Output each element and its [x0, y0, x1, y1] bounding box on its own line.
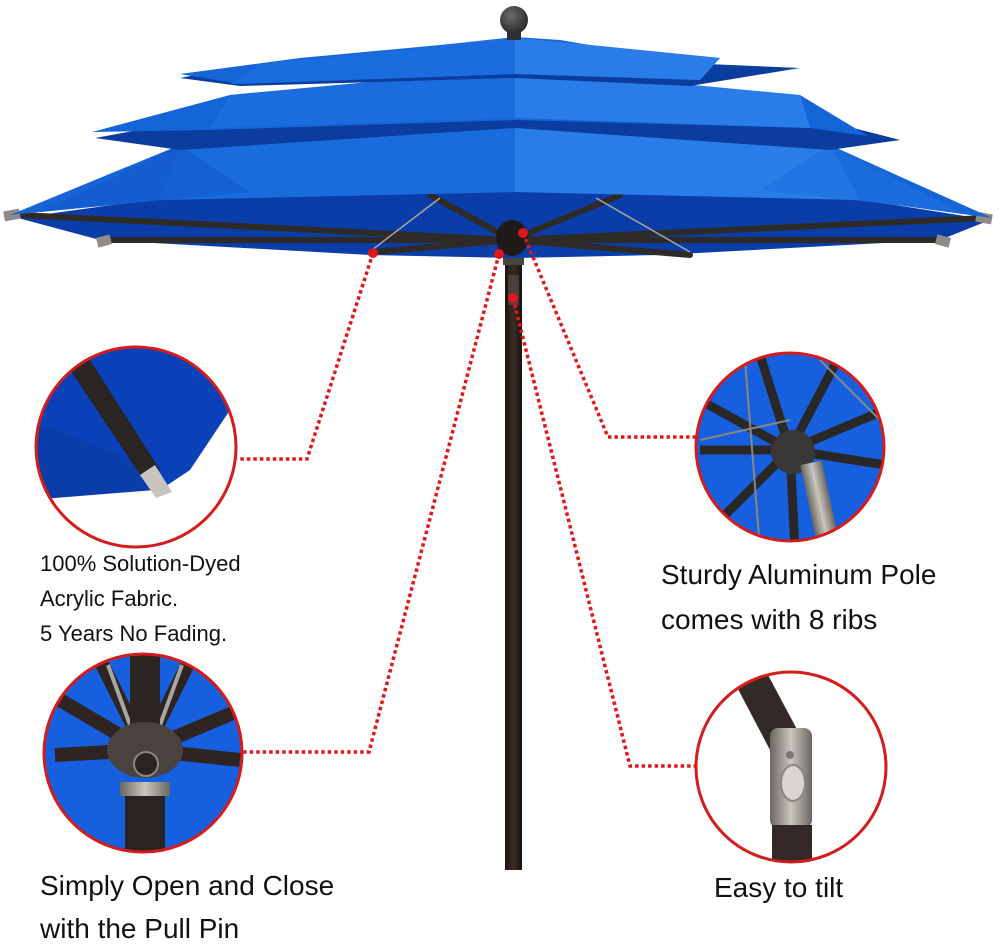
leader-line-pull-pin: [242, 253, 501, 754]
detail-circle-tilt: [694, 670, 888, 864]
caption-pole: Sturdy Aluminum Pole comes with 8 ribs: [661, 552, 936, 642]
caption-pull-pin-line-2: with the Pull Pin: [40, 913, 240, 944]
caption-fabric-line-3: 5 Years No Fading.: [40, 621, 228, 646]
detail-circle-pull-pin: [42, 652, 244, 854]
leader-anchors: [368, 228, 528, 303]
leader-line-tilt: [511, 297, 696, 768]
leader-lines: [237, 232, 696, 768]
canopy-underside: [3, 185, 993, 258]
leader-line-fabric: [237, 252, 375, 461]
caption-fabric: 100% Solution-Dyed Acrylic Fabric. 5 Yea…: [40, 546, 241, 651]
finial: [500, 6, 528, 40]
caption-fabric-line-1: 100% Solution-Dyed: [40, 551, 241, 576]
caption-fabric-line-2: Acrylic Fabric.: [40, 586, 179, 611]
pole: [503, 250, 524, 870]
leader-line-pole: [521, 232, 696, 439]
caption-tilt: Easy to tilt: [714, 868, 843, 908]
caption-pole-line-1: Sturdy Aluminum Pole: [661, 559, 937, 590]
canopy-tier-bottom: [10, 110, 992, 218]
caption-pole-line-2: comes with 8 ribs: [661, 604, 878, 635]
canopy-tier-top: [180, 37, 720, 84]
caption-tilt-line-1: Easy to tilt: [714, 872, 844, 903]
caption-pull-pin-line-1: Simply Open and Close: [40, 870, 335, 901]
detail-circle-pole: [694, 351, 886, 543]
detail-circle-fabric: [34, 345, 238, 549]
caption-pull-pin: Simply Open and Close with the Pull Pin: [40, 864, 334, 950]
